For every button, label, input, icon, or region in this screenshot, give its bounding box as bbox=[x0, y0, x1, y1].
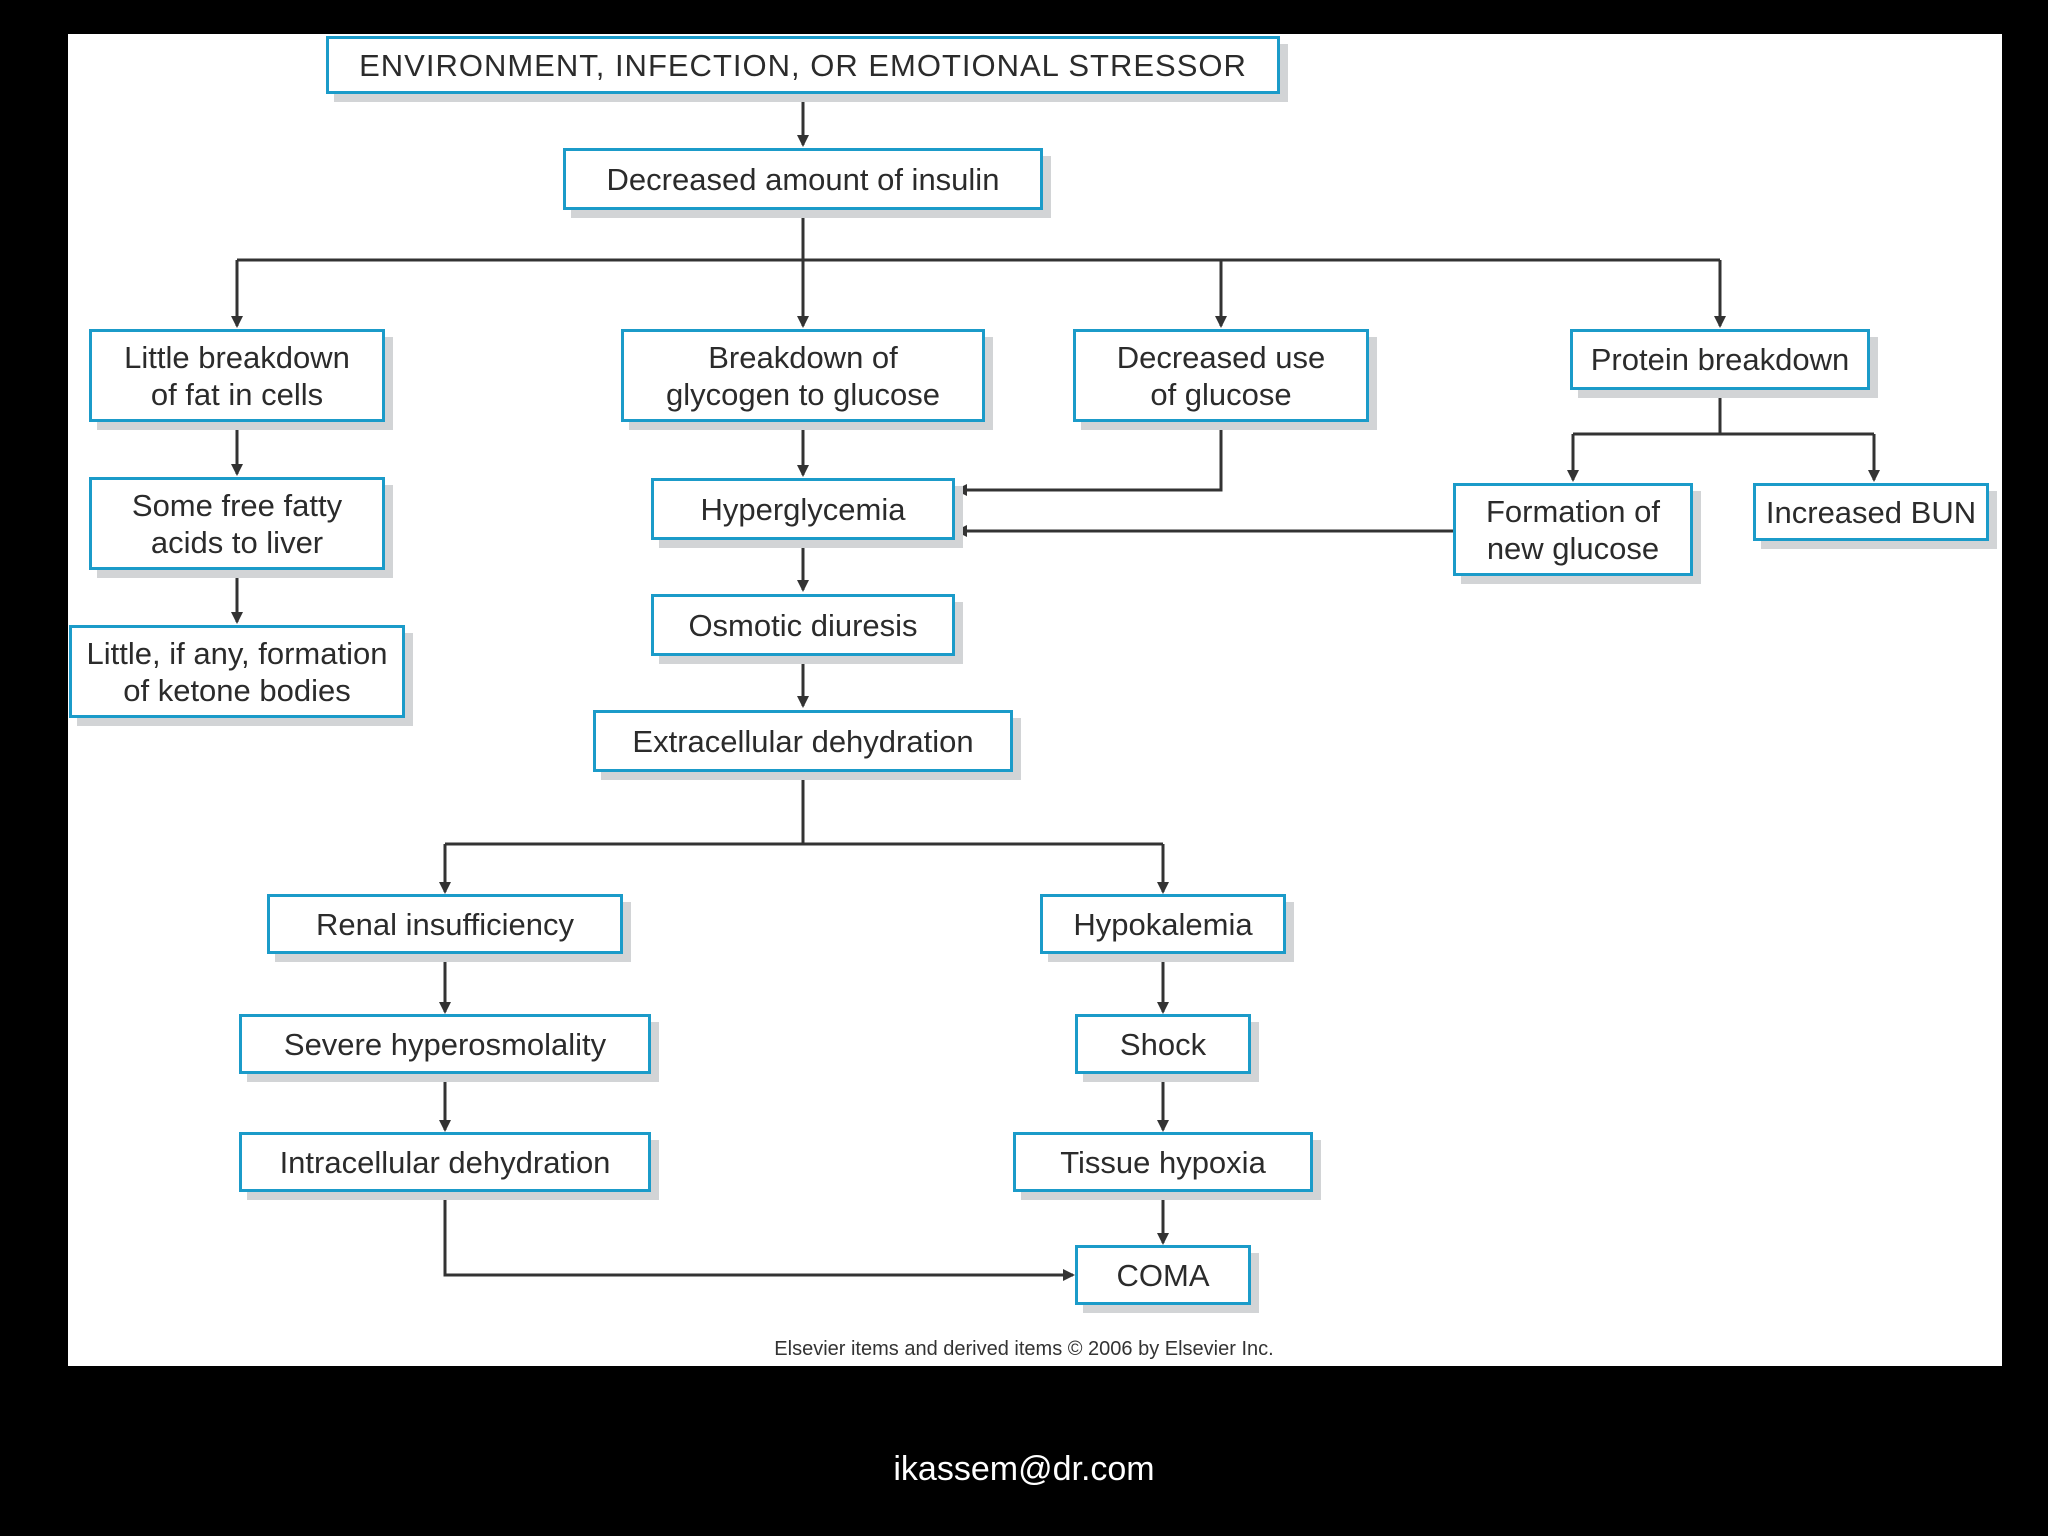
connector-insulin-trunk bbox=[237, 210, 1720, 262]
node-decreased-glucose-use: Decreased use of glucose bbox=[1073, 329, 1369, 422]
node-protein-breakdown: Protein breakdown bbox=[1570, 329, 1870, 390]
node-increased-bun: Increased BUN bbox=[1753, 483, 1989, 541]
node-hypokalemia: Hypokalemia bbox=[1040, 894, 1286, 954]
node-intracellular-dehydration: Intracellular dehydration bbox=[239, 1132, 651, 1192]
connector-glucose-use-to-hyperglycemia bbox=[955, 422, 1223, 496]
node-renal-insufficiency: Renal insufficiency bbox=[267, 894, 623, 954]
node-free-fatty-acids: Some free fatty acids to liver bbox=[89, 477, 385, 570]
node-hyperglycemia: Hyperglycemia bbox=[651, 478, 955, 540]
footer-email: ikassem@dr.com bbox=[893, 1450, 1155, 1488]
node-severe-hyperosmolality: Severe hyperosmolality bbox=[239, 1014, 651, 1074]
connector-intracellular-to-coma bbox=[443, 1192, 1075, 1281]
node-decreased-insulin: Decreased amount of insulin bbox=[563, 148, 1043, 210]
connector-protein-split bbox=[1573, 390, 1874, 436]
node-glycogen-breakdown: Breakdown of glycogen to glucose bbox=[621, 329, 985, 422]
node-ketone-bodies: Little, if any, formation of ketone bodi… bbox=[69, 625, 405, 718]
copyright-notice: Elsevier items and derived items © 2006 … bbox=[774, 1338, 1274, 1360]
node-stressor: ENVIRONMENT, INFECTION, OR EMOTIONAL STR… bbox=[326, 36, 1280, 94]
node-osmotic-diuresis: Osmotic diuresis bbox=[651, 594, 955, 656]
node-tissue-hypoxia: Tissue hypoxia bbox=[1013, 1132, 1313, 1192]
node-new-glucose: Formation of new glucose bbox=[1453, 483, 1693, 576]
node-fat-breakdown: Little breakdown of fat in cells bbox=[89, 329, 385, 422]
node-coma: COMA bbox=[1075, 1245, 1251, 1305]
connector-dehydration-split bbox=[445, 772, 1163, 846]
node-shock: Shock bbox=[1075, 1014, 1251, 1074]
node-extracellular-dehydration: Extracellular dehydration bbox=[593, 710, 1013, 772]
